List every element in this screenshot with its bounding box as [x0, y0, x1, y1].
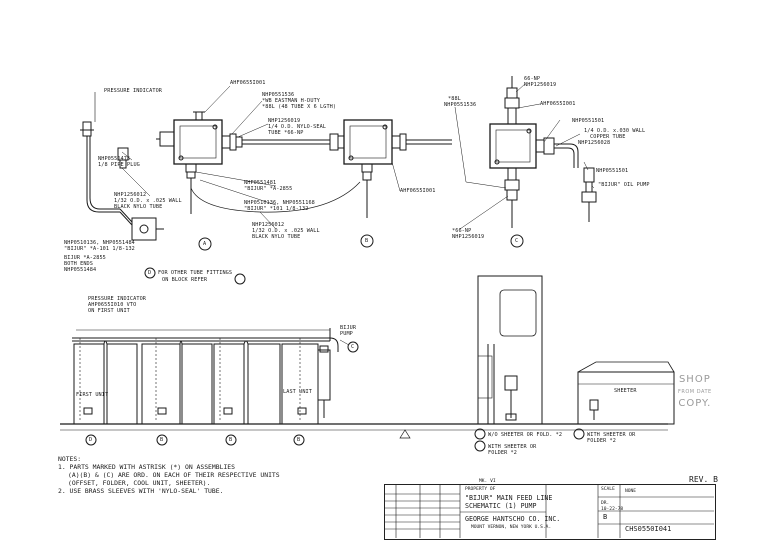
- marker-d-note: D: [148, 270, 152, 276]
- leader-lines: [121, 83, 595, 230]
- label-nhp0551536: NHP0551536: [262, 92, 295, 98]
- label-bijur-a2855-left: BIJUR *A-2855: [64, 255, 106, 261]
- label-pump: PUMP: [340, 331, 353, 337]
- label-nhp0551481: NHP0551481: [244, 180, 277, 186]
- label-nhp0551501: NHP0551501: [572, 118, 605, 124]
- label-on-first-unit: ON FIRST UNIT: [88, 308, 130, 314]
- label-nhp1256012: NHP1256012: [114, 192, 147, 198]
- title-block: MK. VI PROPERTY OF "BIJUR" MAIN FEED LIN…: [384, 479, 716, 540]
- label-nhp1256028: NHP1256028: [578, 140, 611, 146]
- tb-title-1: "BIJUR" MAIN FEED LINE: [465, 494, 553, 502]
- label-nylo-seal-2: TUBE *66-NP: [268, 130, 304, 136]
- note-1b: (A)(B) & (C) ARE ORD. ON EACH OF THEIR R…: [68, 471, 280, 479]
- label-both-ends: BOTH ENDS: [64, 261, 94, 267]
- tb-address: MOUNT VERNON, NEW YORK U.S.A.: [471, 525, 552, 530]
- stamp-line-1: SHOP: [678, 374, 711, 385]
- label-bijur-a2855: "BIJUR" *A-2855: [244, 186, 293, 192]
- label-black-nylo: BLACK NYLO TUBE: [114, 204, 163, 210]
- tb-company: GEORGE HANTSCHO CO. INC.: [465, 515, 561, 523]
- legend-b-2: FOLDER *2: [488, 450, 518, 456]
- marker-b: B: [365, 238, 369, 244]
- label-for-other: FOR OTHER TUBE FITTINGS: [158, 270, 233, 276]
- label-tube-spec-mid: 1/32 O.D. x .025 WALL: [252, 228, 320, 234]
- stamp-line-3: COPY.: [678, 398, 712, 409]
- label-66np: 66-NP: [524, 76, 541, 82]
- tb-title-2: SCHEMATIC (1) PUMP: [465, 502, 537, 510]
- note-1a: 1. PARTS MARKED WITH ASTRISK (*) ON ASSE…: [58, 463, 235, 471]
- assembly-c: [489, 76, 597, 248]
- label-last-unit: LAST UNIT: [283, 389, 313, 395]
- label-black-nylo-mid: BLACK NYLO TUBE: [252, 234, 301, 240]
- label-nhp1256019-b: NHP1256019: [452, 234, 485, 240]
- label-bijur-mid: "BIJUR" *101 1/8-132: [244, 206, 309, 212]
- label-ahf-top: AHF0655I001: [230, 80, 266, 86]
- title-block-grid: [384, 484, 714, 538]
- label-copper-2: COPPER TUBE: [590, 134, 626, 140]
- label-nhp0510136-mid: NHP0510136, NHP0551168: [244, 200, 315, 206]
- marker-b-unit2: B: [229, 437, 233, 443]
- label-ahf-mid: AHF0655I001: [400, 188, 436, 194]
- stamp-line-2: FROM DATE: [678, 389, 712, 395]
- label-nhp0551484: NHP0551484: [64, 267, 97, 273]
- label-nylo-seal-1: 1/4 O.D. NYLO-SEAL: [268, 124, 327, 130]
- label-bijur-pump: BIJUR: [340, 325, 357, 331]
- label-nhp0551475: NHP0551475: [98, 156, 131, 162]
- tb-dwg-no: CHS0550I041: [625, 525, 672, 533]
- label-sheeter: SHEETER: [614, 388, 637, 394]
- tb-drawn-label: DR.: [601, 501, 610, 506]
- label-nhp0510136-left: NHP0510136, NHP0551484: [64, 240, 135, 246]
- notes-block: NOTES: 1. PARTS MARKED WITH ASTRISK (*) …: [58, 455, 280, 495]
- legend-c-1: WITH SHEETER OR: [587, 432, 636, 438]
- label-bijur-left: "BIJUR" *A-101 1/8-132: [64, 246, 135, 252]
- notes-heading: NOTES:: [58, 455, 82, 463]
- label-ahf-r: AHF0655I001: [540, 101, 576, 107]
- legend-a: W/O SHEETER OR FOLD. *2: [488, 432, 563, 438]
- label-pressure-indicator-bot: PRESSURE INDICATOR: [88, 296, 147, 302]
- label-eastman-1: *WB EASTMAN H-DUTY: [262, 98, 321, 104]
- label-pressure-indicator: PRESSURE INDICATOR: [104, 88, 163, 94]
- label-pipe-plug: 1/8 PIPE PLUG: [98, 162, 140, 168]
- shop-copy-stamp: SHOP FROM DATE COPY.: [678, 374, 712, 410]
- label-block-refer: ON BLOCK REFER: [162, 277, 208, 283]
- tb-scale-value: NONE: [625, 489, 637, 494]
- legend-markers: [474, 428, 585, 452]
- label-tube-spec: 1/32 O.D. x .025 WALL: [114, 198, 182, 204]
- legend-c-2: FOLDER *2: [587, 438, 617, 444]
- folder-unit: [477, 275, 543, 425]
- label-eastman-2: *88L (48 TUBE X 6 LGTH): [262, 104, 337, 110]
- label-bijur-oil-pump: "BIJUR" OIL PUMP: [598, 182, 650, 188]
- legend-b-1: WITH SHEETER OR: [488, 444, 537, 450]
- marker-b-unit1: B: [160, 437, 164, 443]
- marker-c: C: [515, 238, 519, 244]
- note-2: 2. USE BRASS SLEEVES WITH 'NYLO-SEAL' TU…: [58, 487, 224, 495]
- label-ahp-bot: AHP0655I010 VTO: [88, 302, 137, 308]
- tb-date: 10-22-78: [601, 507, 624, 512]
- note-d-marker: [144, 267, 246, 285]
- marker-b-unit3: B: [297, 437, 301, 443]
- tb-model: MK. VI: [479, 479, 496, 484]
- label-66np-b: *66-NP: [452, 228, 472, 234]
- marker-a: A: [203, 241, 207, 247]
- tb-property: PROPERTY OF: [465, 487, 496, 492]
- label-nhp0551536-r: NHP0551536: [444, 102, 477, 108]
- label-copper-1: 1/4 O.D. x.030 WALL: [584, 128, 646, 134]
- label-88l: *88L: [448, 96, 461, 102]
- marker-c-pump: C: [351, 344, 355, 350]
- label-first-unit: FIRST UNIT: [76, 392, 109, 398]
- label-nhp1256012-mid: NHP1256012: [252, 222, 285, 228]
- label-nhp1256019: NHP1256019: [268, 118, 301, 124]
- label-nhp1256019-r: NHP1256019: [524, 82, 557, 88]
- note-1c: (OFFSET, FOLDER, COOL UNIT, SHEETER).: [68, 479, 211, 487]
- tb-scale-label: SCALE: [601, 487, 615, 492]
- revision-label: REV. B: [689, 475, 718, 484]
- tb-size: B: [603, 513, 608, 521]
- label-nhp0551501-b: NHP0551501: [596, 168, 629, 174]
- assembly-a: [80, 92, 345, 251]
- marker-d-unit: D: [89, 437, 93, 443]
- press-line: [60, 328, 668, 446]
- sheeter-unit: [577, 361, 675, 425]
